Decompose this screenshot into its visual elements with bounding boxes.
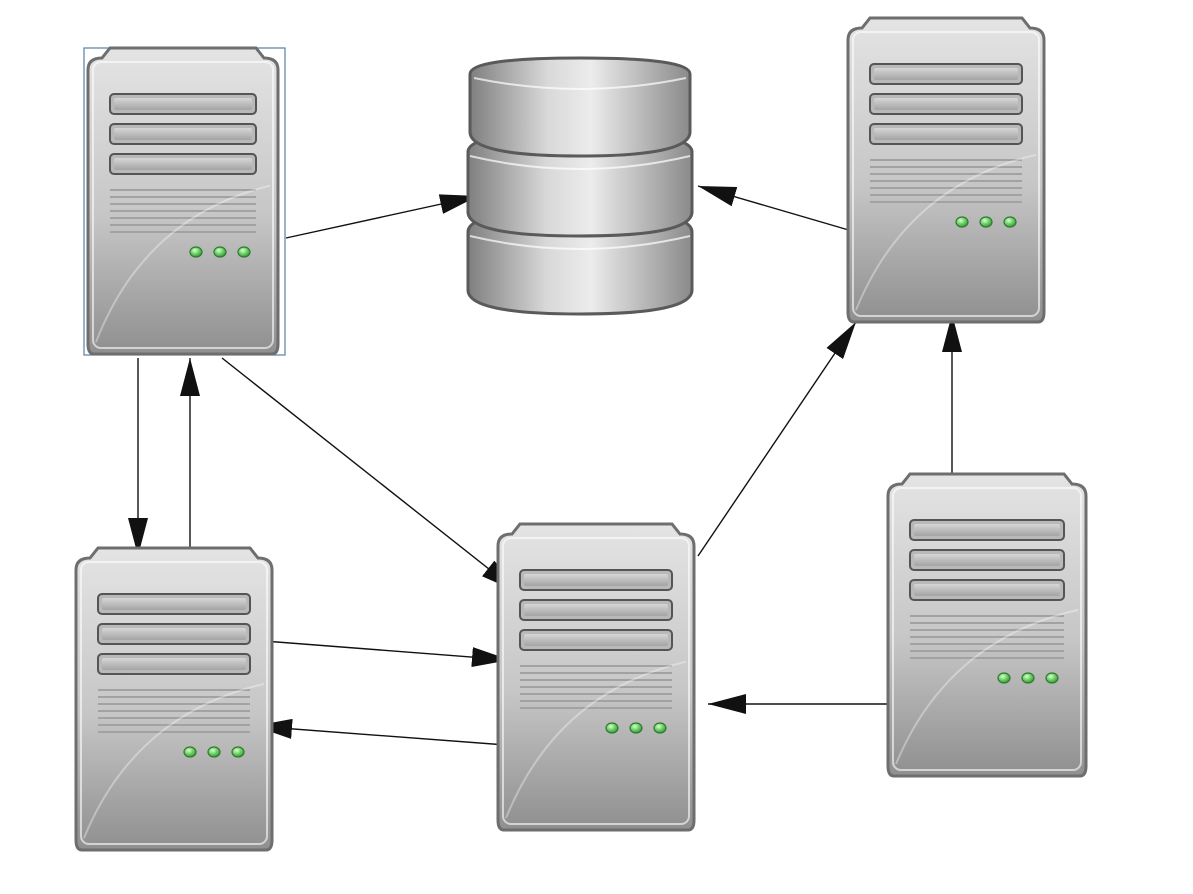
drive-bay-face <box>524 574 668 586</box>
drive-bay-face <box>914 584 1060 596</box>
drive-bay-face <box>914 554 1060 566</box>
status-led-icon <box>183 746 197 758</box>
drive-bay-face <box>114 98 252 110</box>
servers <box>74 16 1088 852</box>
server-inner-border <box>852 31 1040 317</box>
status-led-icon <box>955 216 969 228</box>
server-inner-border <box>502 537 690 825</box>
drive-bay-face <box>114 158 252 170</box>
drive-bay-face <box>874 98 1018 110</box>
status-led-icon <box>231 746 245 758</box>
cabinet-highlight <box>855 153 1037 311</box>
drive-bay-face <box>102 628 246 640</box>
status-led-icon <box>213 246 227 258</box>
status-led-icon <box>629 722 643 734</box>
drive-bay-face <box>914 524 1060 536</box>
server-bottom-center-icon[interactable] <box>496 522 696 832</box>
edge-topleft-to-bottomcenter <box>221 357 519 593</box>
edge-bottomcenter-to-topright <box>697 321 857 557</box>
drive-bay-face <box>114 128 252 140</box>
cabinet-highlight <box>505 660 687 819</box>
database-icon[interactable] <box>466 56 694 316</box>
connections <box>128 185 962 746</box>
edge-topleft-to-database <box>285 194 479 239</box>
status-led-icon <box>979 216 993 228</box>
server-inner-border <box>92 61 274 349</box>
server-bottom-right-icon[interactable] <box>886 472 1088 778</box>
server-top-right-icon[interactable] <box>846 16 1046 324</box>
cabinet-highlight <box>895 608 1079 765</box>
drive-bay-face <box>102 658 246 670</box>
status-led-icon <box>1045 672 1059 684</box>
edge-bottomcenter-to-bottomleft <box>253 718 507 746</box>
status-led-icon <box>653 722 667 734</box>
status-led-icon <box>605 722 619 734</box>
drive-bay-face <box>874 128 1018 140</box>
status-led-icon <box>1003 216 1017 228</box>
drive-bay-face <box>524 604 668 616</box>
status-led-icon <box>1021 672 1035 684</box>
edge-topright-to-database <box>697 185 877 239</box>
drive-bay-face <box>874 68 1018 80</box>
drive-bay-face <box>102 598 246 610</box>
server-inner-border <box>80 561 268 845</box>
status-led-icon <box>237 246 251 258</box>
status-led-icon <box>207 746 221 758</box>
status-led-icon <box>189 246 203 258</box>
cabinet-highlight <box>95 184 271 343</box>
server-bottom-left-icon[interactable] <box>74 546 274 852</box>
drive-bay-face <box>524 634 668 646</box>
database-disk-top <box>468 56 692 158</box>
server-inner-border <box>892 487 1082 771</box>
server-top-left-icon[interactable] <box>86 46 280 356</box>
edge-bottomleft-to-bottomcenter <box>263 640 511 668</box>
status-led-icon <box>997 672 1011 684</box>
cabinet-highlight <box>83 682 265 839</box>
